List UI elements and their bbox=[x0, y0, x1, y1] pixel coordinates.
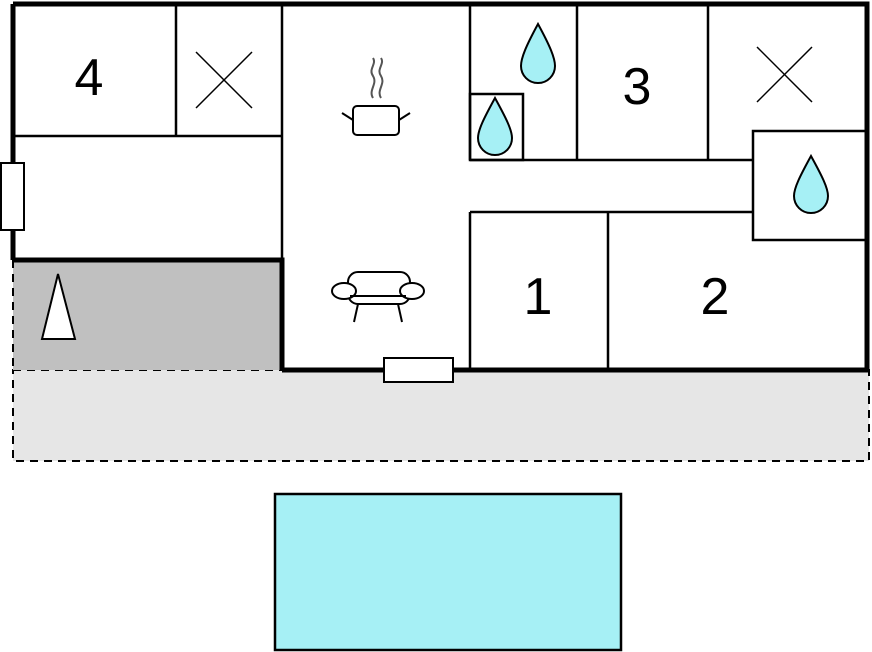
sofa-icon bbox=[331, 271, 425, 323]
swimming-pool bbox=[273, 492, 623, 652]
water-drop-icon bbox=[792, 153, 830, 214]
water-drop-icon bbox=[519, 21, 557, 84]
room-number-4: 4 bbox=[75, 49, 104, 107]
cooking-pot-icon bbox=[341, 57, 411, 136]
cross-icon bbox=[756, 46, 813, 103]
room-number-2: 2 bbox=[701, 268, 730, 326]
room-number-1: 1 bbox=[524, 268, 553, 326]
water-drop-icon bbox=[476, 95, 514, 156]
room-number-3: 3 bbox=[623, 58, 652, 116]
interior-walls bbox=[13, 4, 869, 370]
terrace bbox=[12, 369, 870, 462]
terrace-door bbox=[383, 357, 454, 383]
cross-icon bbox=[195, 51, 253, 109]
parasol-icon bbox=[40, 273, 77, 340]
side-door bbox=[0, 162, 25, 231]
